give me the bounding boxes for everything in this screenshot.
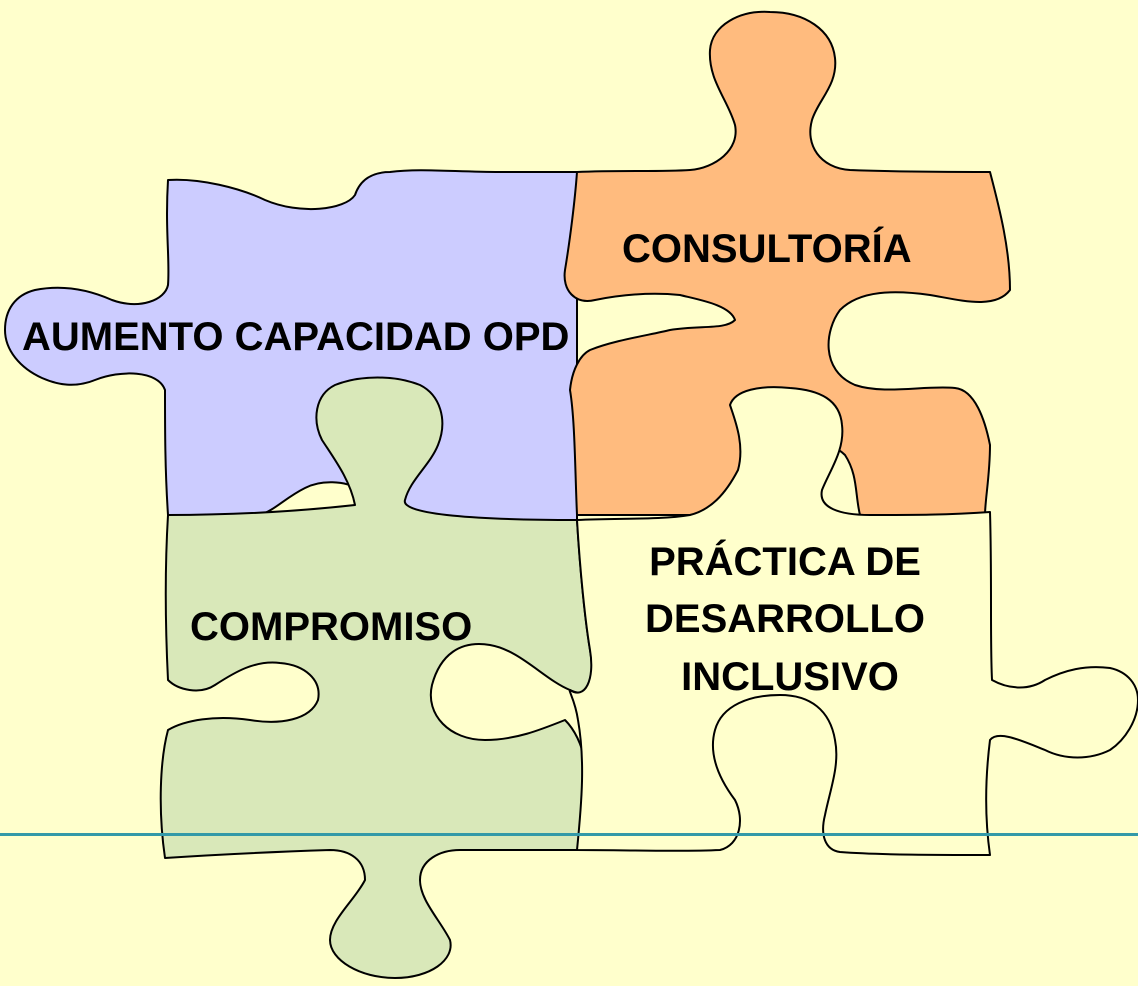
footer-rule xyxy=(0,833,1138,836)
label-compromiso: COMPROMISO xyxy=(190,605,472,649)
label-practica-line-1: PRÁCTICA DE xyxy=(649,539,921,584)
label-consultoria: CONSULTORÍA xyxy=(622,226,912,271)
puzzle-piece-practica xyxy=(568,386,1138,856)
label-practica-line-3: INCLUSIVO xyxy=(681,655,899,699)
puzzle-piece-consultoria xyxy=(563,10,1011,516)
label-practica-line-2: DESARROLLO xyxy=(645,597,925,641)
label-aumento-capacidad: AUMENTO CAPACIDAD OPD xyxy=(22,315,569,359)
